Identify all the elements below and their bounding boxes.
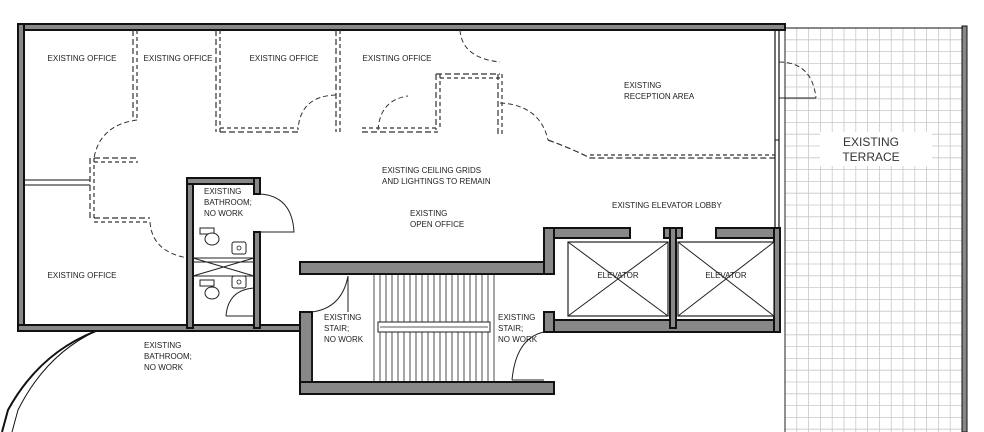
ceiling-note-1: EXISTING CEILING GRIDS bbox=[382, 166, 481, 175]
stair-right-label-2: STAIR; bbox=[498, 324, 523, 333]
open-office-label-1: EXISTING bbox=[410, 209, 447, 218]
elevator-car-1 bbox=[567, 241, 669, 317]
elevator-1-label: ELEVATOR bbox=[597, 271, 639, 280]
room-labels: EXISTING OFFICE EXISTING OFFICE EXISTING… bbox=[48, 54, 747, 372]
terrace-paving-grid bbox=[784, 27, 963, 432]
office-1-label: EXISTING OFFICE bbox=[48, 54, 117, 63]
reception-label-1: EXISTING bbox=[624, 81, 661, 90]
bathroom-inner-label-2: BATHROOM; bbox=[204, 198, 252, 207]
stair-left-label-3: NO WORK bbox=[324, 335, 364, 344]
office-2-label: EXISTING OFFICE bbox=[144, 54, 213, 63]
bathroom-outer-label-1: EXISTING bbox=[144, 341, 181, 350]
open-office-label-2: OPEN OFFICE bbox=[410, 220, 464, 229]
ceiling-note-2: AND LIGHTINGS TO REMAIN bbox=[382, 177, 491, 186]
sink-icon bbox=[231, 275, 247, 289]
bathroom-outer-label-2: BATHROOM; bbox=[144, 352, 192, 361]
reception-label-2: RECEPTION AREA bbox=[624, 92, 695, 101]
existing-partitions bbox=[89, 29, 775, 259]
toilet-icon bbox=[199, 279, 220, 300]
outer-walls bbox=[1, 23, 817, 432]
toilet-icon bbox=[199, 227, 220, 246]
terrace-area: EXISTING TERRACE bbox=[784, 25, 968, 432]
elevator-core bbox=[553, 227, 781, 333]
office-4-label: EXISTING OFFICE bbox=[363, 54, 432, 63]
stair-core bbox=[299, 227, 555, 395]
terrace-label-1: EXISTING bbox=[843, 135, 899, 149]
stair-left-label-1: EXISTING bbox=[324, 313, 361, 322]
elevator-2-label: ELEVATOR bbox=[705, 271, 747, 280]
bathroom-inner-label-1: EXISTING bbox=[204, 187, 241, 196]
elevator-lobby-label: EXISTING ELEVATOR LOBBY bbox=[612, 201, 722, 210]
office-west-label: EXISTING OFFICE bbox=[48, 271, 117, 280]
sink-icon bbox=[231, 241, 247, 255]
office-3-label: EXISTING OFFICE bbox=[250, 54, 319, 63]
stair-left-label-2: STAIR; bbox=[324, 324, 349, 333]
stair-right-label-1: EXISTING bbox=[498, 313, 535, 322]
bathroom-outer-label-3: NO WORK bbox=[144, 363, 184, 372]
bathroom-inner bbox=[186, 177, 295, 329]
bathroom-inner-label-3: NO WORK bbox=[204, 209, 244, 218]
stair-right-label-3: NO WORK bbox=[498, 335, 538, 344]
elevator-car-2 bbox=[677, 241, 775, 317]
terrace-label-2: TERRACE bbox=[842, 150, 899, 164]
